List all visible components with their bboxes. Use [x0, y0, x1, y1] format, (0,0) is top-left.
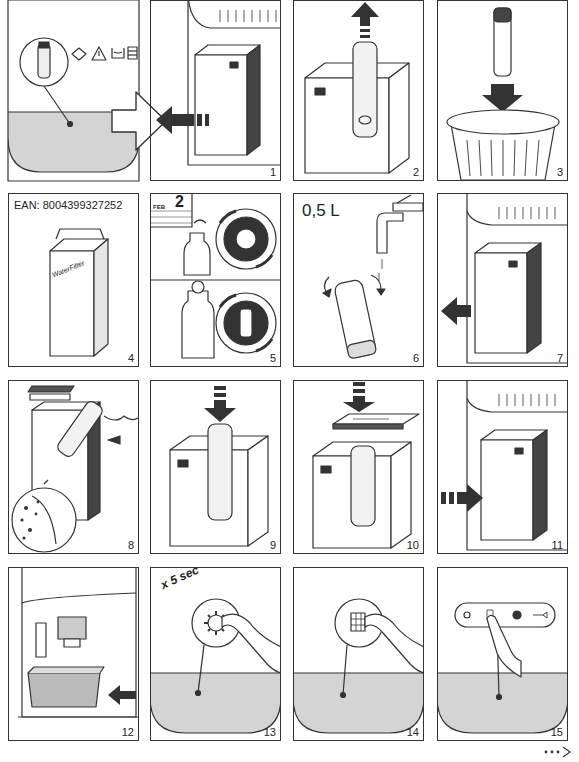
step-number: 13 [264, 727, 276, 738]
tank-art [305, 2, 409, 173]
button-press-art [293, 599, 424, 733]
step-number: 6 [413, 353, 419, 364]
step-panel: 11 [437, 380, 568, 554]
machine-art [156, 0, 281, 165]
step-number: 14 [407, 727, 419, 738]
step-number: 2 [413, 167, 419, 178]
step-number: 3 [557, 167, 563, 178]
step-number: 11 [552, 540, 563, 551]
step-panel: 10 [293, 380, 424, 554]
panel-text: WaterFilter [51, 259, 85, 278]
intro-panel [8, 0, 139, 181]
step-panel: 8 [8, 380, 139, 554]
continue-arrow [545, 747, 570, 757]
step-number: 9 [270, 540, 276, 551]
step-number: 8 [128, 540, 134, 551]
step-panel: 9 [150, 380, 281, 554]
panel-text: 2 [175, 194, 184, 210]
tank-lid-art [313, 382, 419, 548]
step-panel: FEB 2 5 [150, 193, 281, 367]
step-number: 15 [551, 727, 563, 738]
insert-filter-art [12, 386, 138, 552]
machine-art [441, 193, 568, 363]
button-press-art [150, 599, 281, 733]
step-number: 7 [557, 353, 563, 364]
step-number: 10 [407, 540, 419, 551]
step-panel: EAN: 8004399327252WaterFilter 4 [8, 193, 139, 367]
step-number: 4 [128, 353, 134, 364]
step-panel: 12 [8, 567, 139, 741]
bin-art [447, 8, 559, 180]
drip-tray-art [18, 567, 139, 717]
step-panel: 14 [293, 567, 424, 741]
step-number: 12 [122, 727, 134, 738]
step-panel: 7 [437, 193, 568, 367]
step-number: 1 [270, 167, 276, 178]
machine-art [441, 380, 568, 550]
panel-text: FEB [153, 204, 165, 210]
panel-text: x 5 sec [159, 564, 200, 591]
tank-art [170, 386, 268, 546]
filter-box-art [50, 229, 108, 356]
step-panel: 15 [437, 567, 568, 741]
step-panel: 2 [293, 0, 424, 181]
panel-text: EAN: 8004399327252 [14, 200, 122, 211]
calendar-dial-art [150, 193, 281, 358]
step-panel: 0,5 L 6 [293, 193, 424, 367]
step-panel: 1 [150, 0, 281, 181]
step-panel: 3 [437, 0, 568, 181]
panel-text: 0,5 L [302, 202, 340, 219]
control-panel-art [437, 603, 568, 733]
step-number: 5 [270, 353, 276, 364]
rinse-art [323, 195, 423, 359]
step-panel: x 5 sec 13 [150, 567, 281, 741]
